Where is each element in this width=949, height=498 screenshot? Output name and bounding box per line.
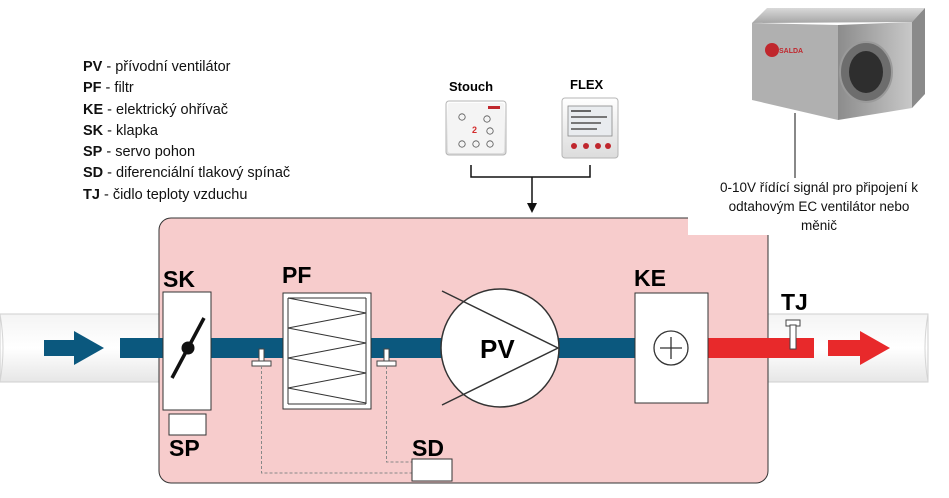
legend-item-pv: PV - přívodní ventilátor xyxy=(83,57,290,78)
legend-text: čidlo teploty vzduchu xyxy=(112,186,248,203)
stouch-label: Stouch xyxy=(449,79,493,94)
signal-note-line: odtahovým EC ventilátor nebo xyxy=(728,199,910,214)
flex-controller xyxy=(561,97,619,159)
legend-item-sk: SK - klapka xyxy=(83,121,290,142)
supply-fan-pv xyxy=(440,288,560,408)
label-tj: TJ xyxy=(781,289,808,315)
legend-sep: - xyxy=(103,165,117,182)
legend-item-sd: SD - diferenciální tlakový spínač xyxy=(83,163,290,184)
legend-sep: - xyxy=(99,186,113,203)
flex-label: FLEX xyxy=(570,77,604,92)
legend: PV - přívodní ventilátor PF - filtr KE -… xyxy=(83,57,290,206)
fan-brand-text: SALDA xyxy=(779,48,803,55)
legend-text: přívodní ventilátor xyxy=(115,59,231,75)
label-ke: KE xyxy=(634,265,666,291)
legend-sep: - xyxy=(102,144,116,161)
stouch-controller: 2 xyxy=(445,100,507,156)
legend-sep: - xyxy=(103,122,117,139)
legend-text: filtr xyxy=(114,80,134,97)
inlet-airflow-arrow xyxy=(44,331,104,365)
filter-pf xyxy=(282,292,372,410)
ec-fan-unit: SALDA xyxy=(752,8,925,120)
legend-code: TJ xyxy=(83,186,100,203)
label-sk: SK xyxy=(163,266,195,292)
pressure-switch-sd xyxy=(411,458,453,482)
heater-ke xyxy=(634,292,709,404)
label-pf: PF xyxy=(282,262,311,288)
servo-sp xyxy=(168,413,207,436)
label-sd: SD xyxy=(412,435,444,461)
legend-code: SD xyxy=(83,165,104,182)
outlet-airflow-arrow xyxy=(828,331,890,365)
legend-text: klapka xyxy=(116,122,158,139)
legend-code: KE xyxy=(83,101,104,118)
legend-code: PF xyxy=(83,80,102,97)
legend-code: SK xyxy=(83,122,104,139)
air-path-cold xyxy=(120,338,710,358)
label-sp: SP xyxy=(169,435,200,461)
signal-note-line: měnič xyxy=(800,218,837,233)
signal-note-line: 0-10V řídící signál pro připojení k xyxy=(719,180,919,195)
legend-item-pf: PF - filtr xyxy=(83,78,290,99)
legend-item-sp: SP - servo pohon xyxy=(83,142,290,163)
legend-code: SP xyxy=(83,144,103,161)
legend-text: diferenciální tlakový spínač xyxy=(116,165,291,182)
temperature-sensor-tj xyxy=(785,319,801,350)
legend-item-tj: TJ - čidlo teploty vzduchu xyxy=(83,185,290,206)
controller-connector-arrow xyxy=(470,165,591,213)
stouch-display-digit: 2 xyxy=(472,125,477,135)
legend-sep: - xyxy=(102,59,116,75)
legend-sep: - xyxy=(103,101,117,118)
legend-item-ke: KE - elektrický ohřívač xyxy=(83,100,290,121)
pressure-tube-before xyxy=(261,366,412,474)
legend-text: elektrický ohřívač xyxy=(116,101,229,118)
air-path-heated xyxy=(708,338,814,358)
label-pv: PV xyxy=(480,334,515,364)
legend-code: PV xyxy=(83,59,103,75)
damper-sk xyxy=(162,291,212,411)
legend-sep: - xyxy=(101,80,115,97)
signal-note: 0-10V řídící signál pro připojení k odta… xyxy=(688,178,949,235)
pressure-tube-after xyxy=(386,366,412,463)
legend-text: servo pohon xyxy=(115,144,196,161)
